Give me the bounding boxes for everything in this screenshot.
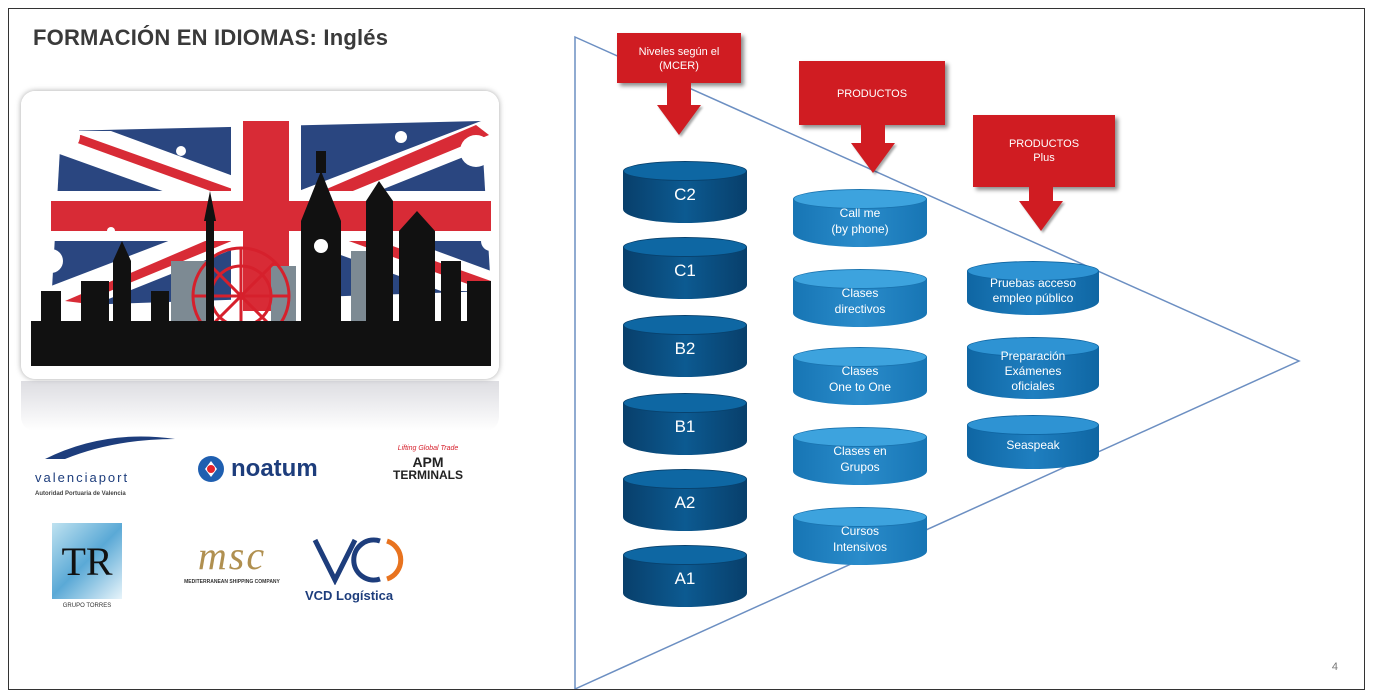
grupo-torres-subtext: GRUPO TORRES (62, 603, 112, 609)
level-b1: B1 (623, 393, 747, 455)
header-products-plus-arrow (1019, 201, 1063, 231)
header-products: PRODUCTOS (799, 61, 945, 125)
grupo-torres-emblem: TR (52, 523, 122, 599)
apm-tagline: Lifting Global Trade (397, 445, 459, 452)
funnel-triangle (574, 35, 1301, 689)
header-levels-arrow (657, 105, 701, 135)
level-a2: A2 (623, 469, 747, 531)
slide-title: FORMACIÓN EN IDIOMAS: Inglés (33, 25, 389, 50)
level-c2: C2 (623, 161, 747, 223)
noatum-text: noatum (231, 455, 318, 482)
level-b2: B2 (623, 315, 747, 377)
image-reflection (21, 381, 499, 431)
header-levels: Niveles según el (MCER) (617, 33, 741, 83)
grupo-torres-logo: TR GRUPO TORRES (47, 523, 127, 621)
valenciaport-text: valenciaport (35, 470, 130, 485)
level-c1: C1 (623, 237, 747, 299)
london-skyline-image (21, 91, 499, 379)
valenciaport-subtext: Autoridad Portuaria de Valencia (35, 491, 126, 497)
apm-line2: TERMINALS (393, 468, 463, 482)
vcd-logistica-logo: VCD Logística (305, 535, 425, 603)
header-products-plus: PRODUCTOS Plus (973, 115, 1115, 187)
header-levels-arrow-stem (667, 79, 691, 107)
page-number: 4 (1331, 661, 1338, 673)
apm-line1: APM (412, 454, 444, 470)
header-products-arrow-stem (861, 121, 885, 145)
msc-logo: msc MEDITERRANEAN SHIPPING COMPANY (167, 533, 297, 585)
header-products-arrow (851, 143, 895, 173)
product-call-me: Call me(by phone) (793, 189, 927, 247)
union-jack-skyline-graphic (21, 91, 499, 379)
vcd-text: VCD Logística (305, 588, 394, 603)
vcd-icon (312, 537, 404, 586)
msc-monogram: msc (197, 533, 267, 578)
noatum-logo: noatum (197, 455, 318, 483)
level-a1: A1 (623, 545, 747, 607)
header-products-plus-arrow-stem (1029, 183, 1053, 203)
valenciaport-logo: valenciaport Autoridad Portuaria de Vale… (35, 429, 185, 499)
valenciaport-wave-icon (45, 436, 175, 459)
plus-seaspeak: Seaspeak (967, 415, 1099, 469)
msc-subtext: MEDITERRANEAN SHIPPING COMPANY (184, 579, 280, 585)
slide: FORMACIÓN EN IDIOMAS: Inglés (8, 8, 1365, 690)
apm-terminals-logo: Lifting Global Trade APM TERMINALS (373, 445, 483, 482)
noatum-icon (198, 456, 224, 482)
